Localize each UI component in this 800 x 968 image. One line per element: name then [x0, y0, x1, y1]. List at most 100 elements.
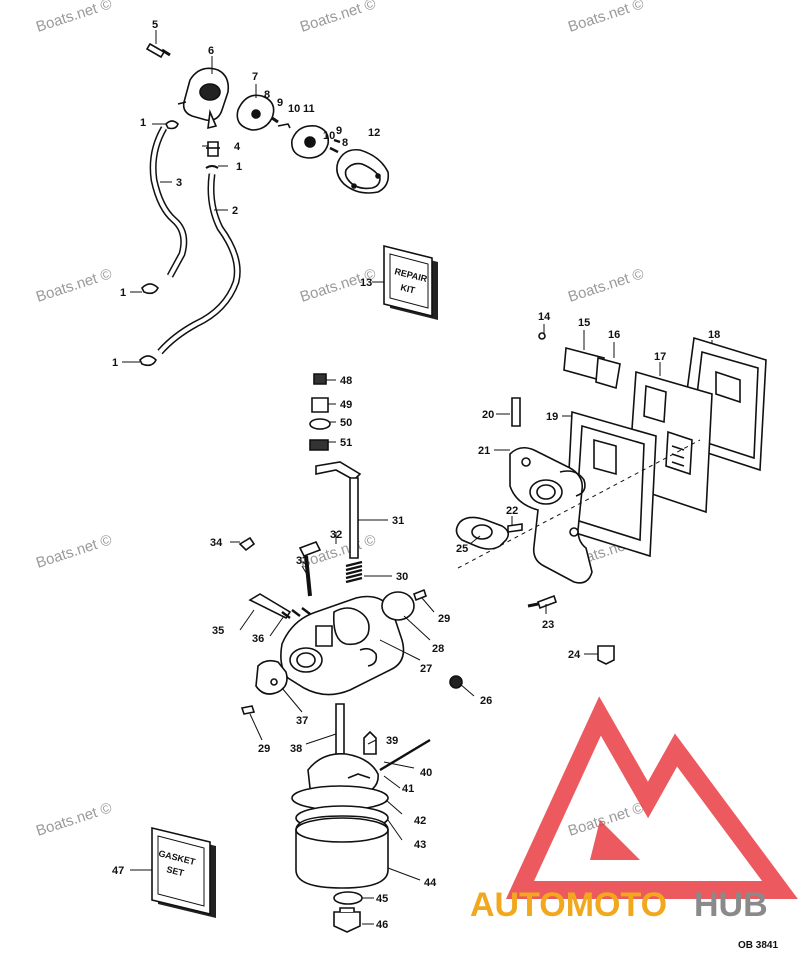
flange-gasket-part [455, 516, 510, 550]
fitting-part [207, 141, 219, 157]
hose-clamp-part [205, 165, 219, 169]
callout-number: 8 [264, 89, 270, 101]
callout-number: 14 [538, 311, 551, 323]
callout-number: 5 [152, 19, 158, 31]
intake-assembly [455, 332, 767, 665]
intake-manifold-part [509, 446, 593, 584]
bolt-part [536, 594, 558, 610]
spring-part [281, 607, 311, 619]
fuel-pump-assembly [139, 42, 390, 367]
hose-clamp-part [139, 355, 157, 367]
callout-number: 12 [368, 127, 380, 139]
callout-number: 20 [482, 409, 494, 421]
callout-number: 13 [360, 277, 372, 289]
callout-number: 36 [252, 633, 264, 645]
watermark-text: Boats.net © [34, 531, 114, 571]
callout-number: 43 [414, 839, 426, 851]
callout-number: 29 [258, 743, 270, 755]
callout-number: 3 [176, 177, 182, 189]
watermark-text: Boats.net © [566, 265, 646, 305]
callout-number: 1 [120, 287, 126, 299]
logo-triangle-mark [505, 696, 798, 899]
check-valve-part [271, 116, 279, 124]
callout-number: 9 [277, 97, 283, 109]
callout-number: 7 [252, 71, 258, 83]
callout-number: 17 [654, 351, 666, 363]
watermark-text: Boats.net © [34, 0, 114, 36]
watermark-text: Boats.net © [34, 799, 114, 839]
leader-lines [122, 30, 713, 925]
gasket-set-box: GASKET SET [151, 826, 216, 918]
callout-number: 21 [478, 445, 490, 457]
repair-kit-box: REPAIR KIT [383, 244, 438, 320]
callout-number: 45 [376, 893, 388, 905]
washer-part [309, 418, 331, 430]
washer-part [333, 891, 363, 905]
callout-number: 32 [330, 529, 342, 541]
screw-part [413, 588, 427, 602]
callout-number: 48 [340, 375, 352, 387]
callout-number: 28 [432, 643, 444, 655]
callout-number: 27 [420, 663, 432, 675]
callout-number: 18 [708, 329, 720, 341]
watermark-text: Boats.net © [566, 0, 646, 36]
logo-text-hub: HUB [694, 886, 768, 924]
callout-number: 2 [232, 205, 238, 217]
callout-number: 10 [288, 103, 300, 115]
dowel-pin-part [511, 397, 521, 427]
screw-part [240, 705, 256, 715]
carburetor-assembly [238, 373, 463, 933]
callout-numbers: 5 6 7 8 9 10 11 9 10 8 12 1 4 1 3 2 1 13… [112, 19, 720, 931]
callout-number: 16 [608, 329, 620, 341]
callout-number: 15 [578, 317, 590, 329]
callout-number: 23 [542, 619, 554, 631]
callout-number: 26 [480, 695, 492, 707]
nut-part [309, 439, 329, 451]
callout-number: 38 [290, 743, 302, 755]
choke-plate-part [255, 659, 288, 695]
callout-number: 49 [340, 399, 352, 411]
hose-clamp-part [165, 120, 179, 130]
callout-number: 22 [506, 505, 518, 517]
adjust-screw-part [248, 593, 292, 620]
callout-number: 37 [296, 715, 308, 727]
watermark-text: Boats.net © [34, 265, 114, 305]
fuel-hose-part [157, 173, 241, 355]
callout-number: 24 [568, 649, 581, 661]
callout-number: 46 [376, 919, 388, 931]
clip-part [238, 536, 256, 552]
cap-part [313, 373, 327, 385]
callout-number: 42 [414, 815, 426, 827]
screw-part [538, 332, 546, 340]
callout-number: 1 [140, 117, 146, 129]
fuel-hose-part [149, 126, 188, 278]
plug-part [449, 675, 463, 689]
callout-number: 39 [386, 735, 398, 747]
callout-number: 10 [323, 130, 335, 142]
nut-part [597, 645, 615, 665]
callout-number: 35 [212, 625, 224, 637]
logo-text-automoto: AUTOMOTO [470, 886, 667, 924]
callout-number: 33 [296, 555, 308, 567]
callout-number: 19 [546, 411, 558, 423]
callout-number: 41 [402, 783, 414, 795]
throttle-plate-part [381, 591, 415, 621]
callout-number: 1 [112, 357, 118, 369]
callout-number: 9 [336, 125, 342, 137]
callout-number: 44 [424, 877, 437, 889]
screw-part [145, 42, 171, 59]
callout-number: 50 [340, 417, 352, 429]
plug-part [311, 397, 329, 413]
hinge-pin-part [379, 738, 431, 772]
float-bowl-part [295, 815, 389, 889]
spring-part [345, 560, 363, 584]
callout-number: 6 [208, 45, 214, 57]
gasket-set-label: SET [166, 864, 186, 878]
callout-number: 4 [234, 141, 241, 153]
callout-number: 8 [342, 137, 348, 149]
automotohub-logo: AUTOMOTO HUB [470, 696, 798, 924]
hose-clamp-part [141, 283, 159, 295]
pump-gasket-part [336, 148, 390, 194]
callout-number: 11 [303, 103, 315, 115]
